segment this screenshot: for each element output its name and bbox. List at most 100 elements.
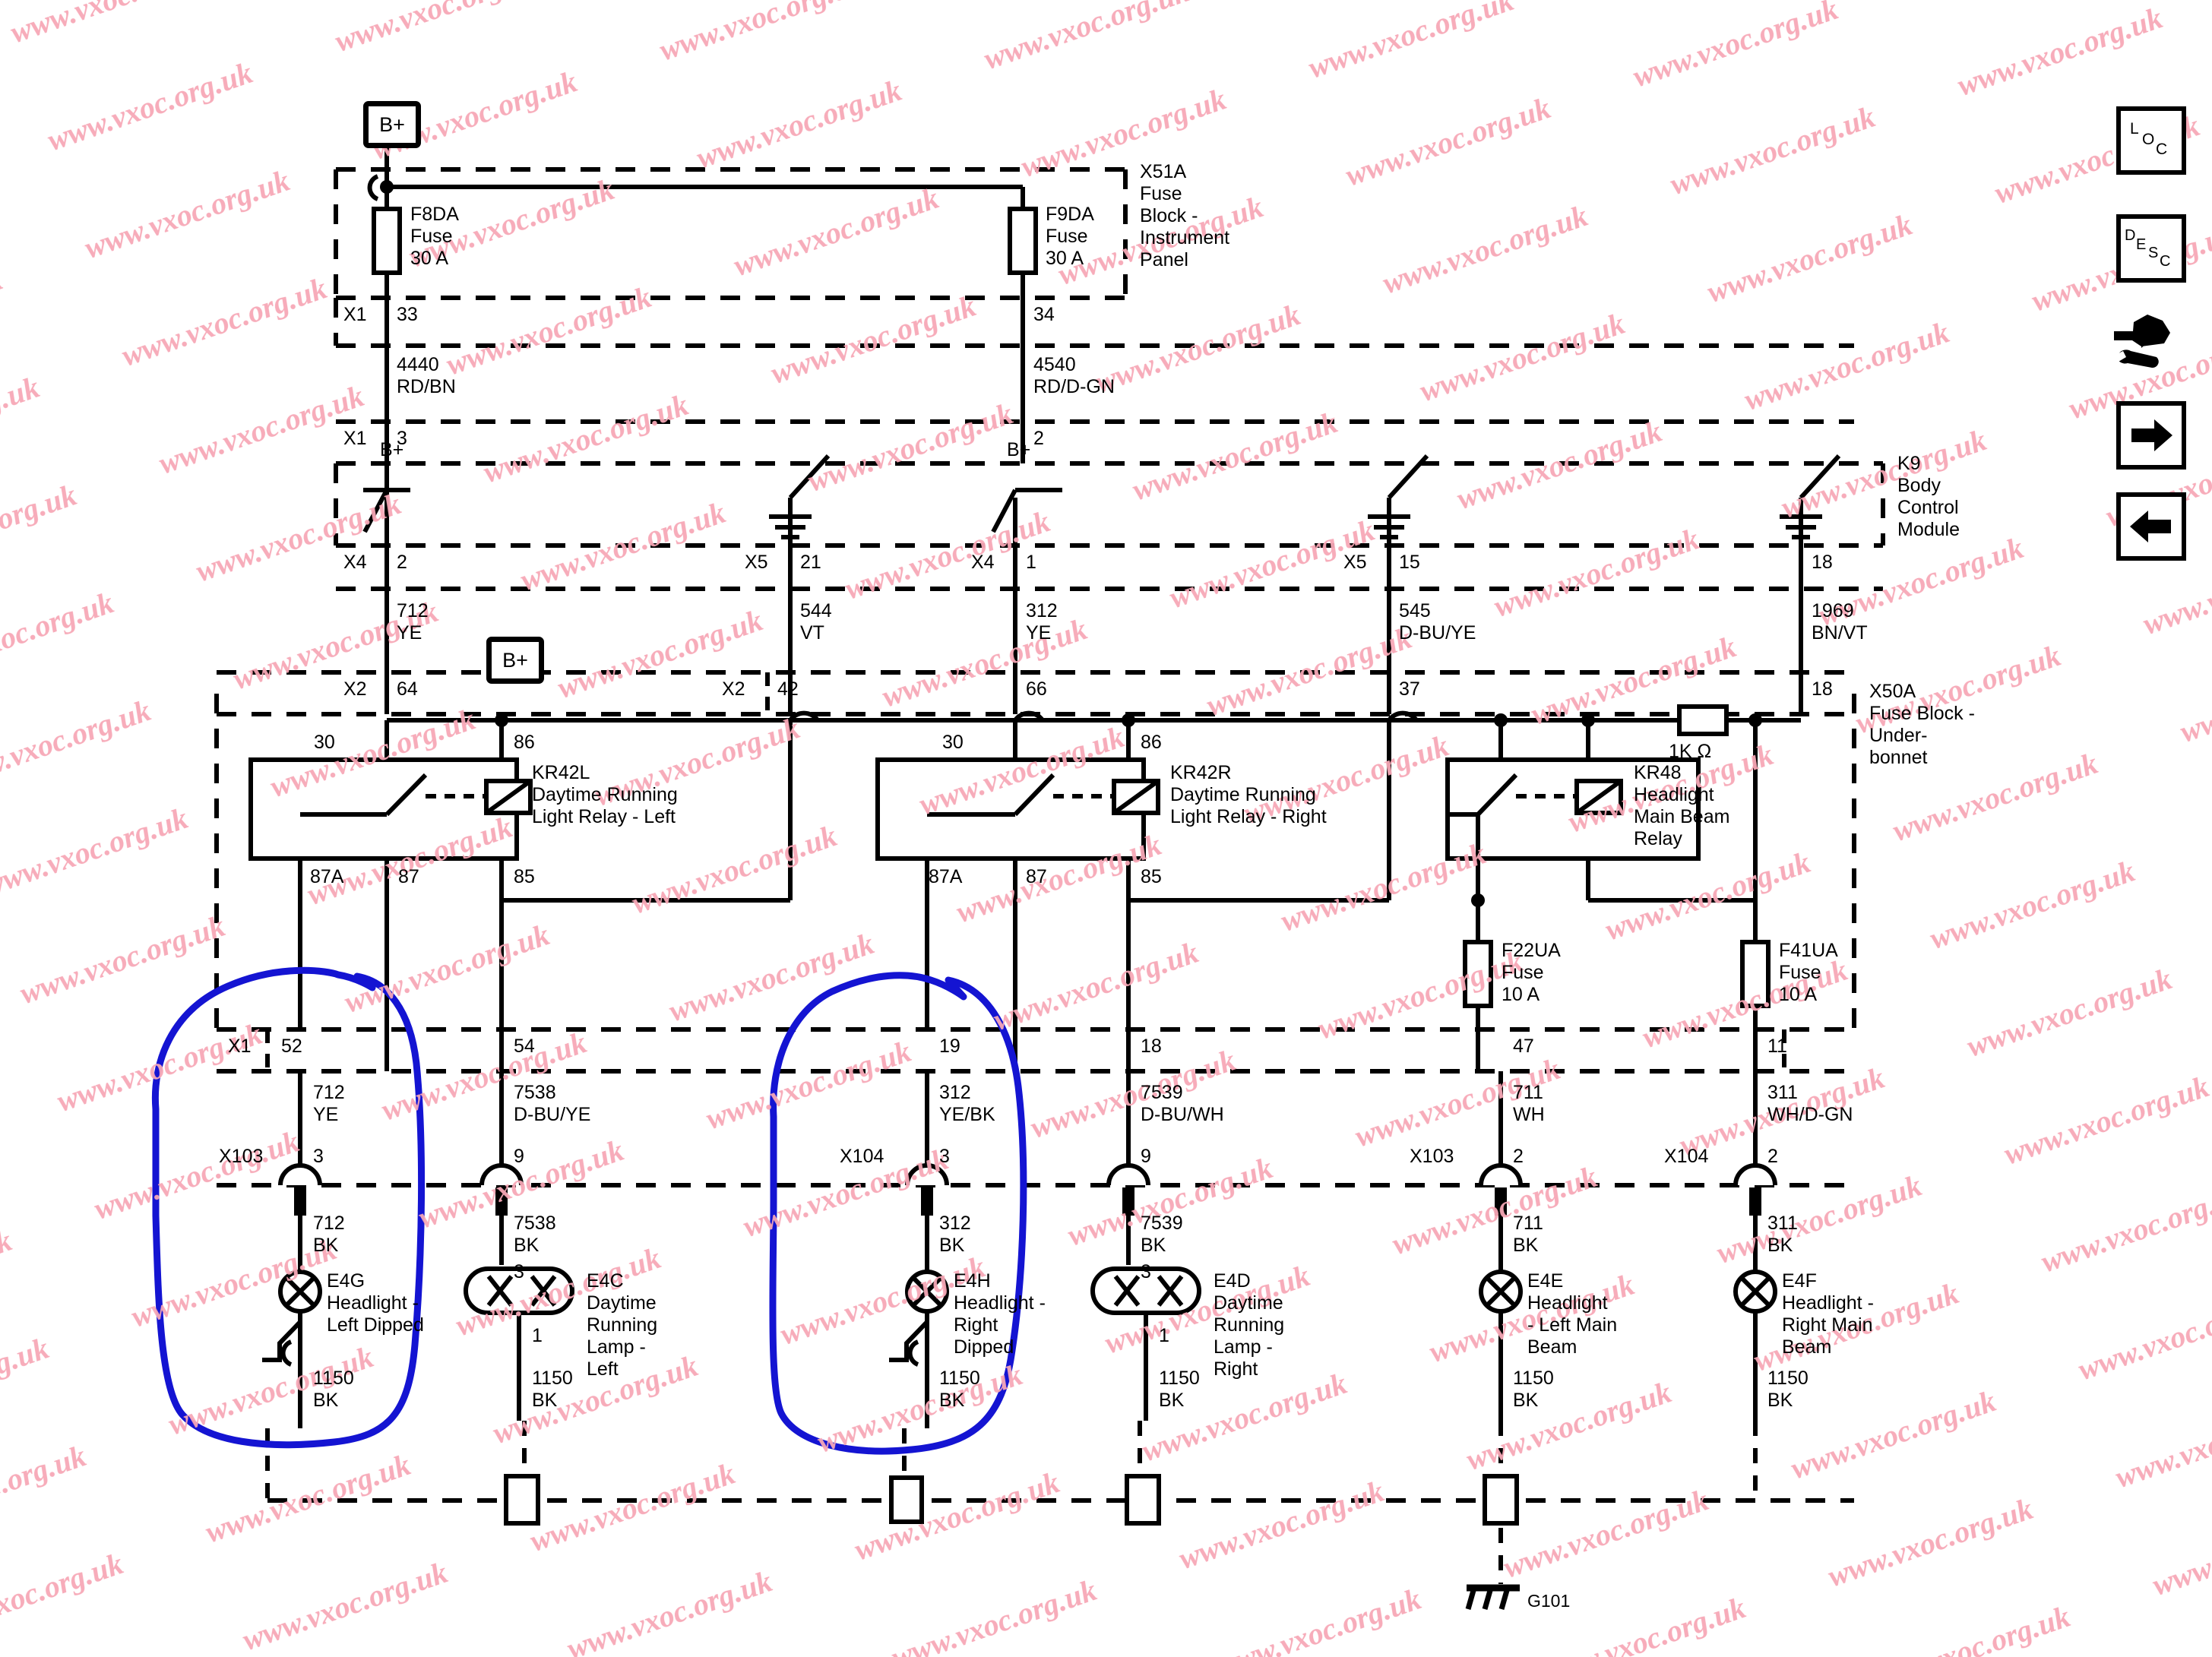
conn-k9-1-pin: 21 [800, 552, 821, 573]
wire-1969-number: 1969 [1812, 600, 1854, 621]
conn-k9-1-conn: X5 [745, 552, 768, 573]
wire-g3-number: 1150 [939, 1368, 980, 1389]
wire-7538b-colour: BK [514, 1235, 540, 1256]
wire-g5-number: 1150 [1513, 1368, 1554, 1389]
wire-544-colour: VT [800, 622, 824, 644]
wire-712b-colour: YE [313, 1104, 339, 1125]
svg-text:O: O [2142, 131, 2154, 148]
wire-544-number: 544 [800, 600, 832, 621]
module-k9-name-2: Control [1897, 497, 1959, 518]
wire-312b-number: 312 [939, 1082, 971, 1103]
wire-g4-colour: BK [1159, 1390, 1185, 1411]
hand-tools-icon[interactable] [2111, 302, 2184, 375]
module-x51a-code: X51A [1140, 161, 1187, 182]
wire-7539b-number: 7539 [1141, 1213, 1183, 1234]
lamp-e4h-name-2: Right [954, 1314, 998, 1336]
fuse-f22ua-code: F22UA [1502, 940, 1561, 961]
relay-kr42l-pin-86: 86 [514, 732, 535, 753]
next-button[interactable] [2116, 401, 2186, 470]
lamp-e4h-name-1: Headlight - [954, 1292, 1046, 1314]
conn-x51a-upper-0-conn: X1 [343, 304, 367, 325]
conn-x103-b-pin: 9 [514, 1146, 524, 1167]
wire-311-number: 311 [1767, 1082, 1798, 1103]
relay-kr42l-pin-87: 87 [398, 866, 419, 887]
wire-712b-number: 712 [313, 1082, 345, 1103]
conn-x50a-top-1-conn: X2 [722, 678, 745, 700]
lamp-e4e-name-2: - Left Main [1527, 1314, 1618, 1336]
wire-4540-colour: RD/D-GN [1033, 376, 1115, 397]
conn-x50a-top-0-conn: X2 [343, 678, 367, 700]
lamp-e4f-name-2: Right Main [1782, 1314, 1873, 1336]
module-x50a-code: X50A [1869, 681, 1916, 702]
fuse-f41ua-type: Fuse [1779, 962, 1821, 983]
wire-1969-colour: BN/VT [1812, 622, 1868, 644]
conn-x50a-top-2-pin: 66 [1026, 678, 1047, 700]
module-x51a-name-4: Panel [1140, 249, 1188, 270]
conn-k9-2-pin: 1 [1026, 552, 1036, 573]
lamp-e4e-code: E4E [1527, 1270, 1564, 1292]
module-k9-name-3: Module [1897, 519, 1960, 540]
resistor-value: 1K Ω [1669, 741, 1712, 762]
lamp-e4d-pin-in: 3 [1141, 1261, 1151, 1282]
conn-x50a-bot-1-pin: 54 [514, 1036, 535, 1057]
wire-g2-colour: BK [532, 1390, 558, 1411]
wire-7539-number: 7539 [1141, 1082, 1183, 1103]
relay-kr48-name-2: Main Beam [1634, 806, 1730, 827]
conn-x104-c-name: X104 [1664, 1146, 1709, 1167]
lamp-e4g-name-1: Headlight - [327, 1292, 419, 1314]
bplus-label-right: B+ [1007, 439, 1031, 460]
relay-kr42r-name-1: Daytime Running [1170, 784, 1316, 805]
wire-7538-colour: D-BU/YE [514, 1104, 591, 1125]
lamp-e4e-name-3: Beam [1527, 1336, 1578, 1358]
lamp-e4c-pin-out: 1 [532, 1325, 543, 1346]
fuse-f8da-type: Fuse [410, 226, 453, 247]
svg-text:C: C [2156, 141, 2167, 158]
lamp-e4f-code: E4F [1782, 1270, 1817, 1292]
lamp-e4d-name-2: Running [1214, 1314, 1285, 1336]
conn-k9-0-pin: 2 [397, 552, 407, 573]
prev-button[interactable] [2116, 492, 2186, 561]
module-k9-code: K9 [1897, 453, 1921, 474]
lamp-e4c-name-4: Left [587, 1358, 619, 1380]
conn-x50a-bot-3-pin: 18 [1141, 1036, 1162, 1057]
bplus-badge-mid: B+ [486, 637, 544, 684]
relay-kr42l-name-2: Light Relay - Left [532, 806, 676, 827]
ground-g101-label: G101 [1527, 1591, 1571, 1611]
bplus-label-left: B+ [380, 439, 404, 460]
wire-545-number: 545 [1399, 600, 1431, 621]
conn-x51a-lower-0-pin: 3 [397, 428, 407, 449]
relay-kr42l-pin-87a: 87A [310, 866, 344, 887]
conn-x50a-bot-0-conn: X1 [228, 1036, 252, 1057]
fuse-f9da-type: Fuse [1046, 226, 1088, 247]
conn-x50a-bot-0-pin: 52 [281, 1036, 302, 1057]
bplus-badge-top: B+ [363, 101, 421, 148]
wire-4440-colour: RD/BN [397, 376, 456, 397]
conn-k9-2-conn: X4 [971, 552, 995, 573]
wire-711-colour: WH [1513, 1104, 1545, 1125]
wire-g3-colour: BK [939, 1390, 965, 1411]
wire-g1-colour: BK [313, 1390, 339, 1411]
wire-g5-colour: BK [1513, 1390, 1539, 1411]
conn-k9-4-pin: 18 [1812, 552, 1833, 573]
relay-kr42l-code: KR42L [532, 762, 590, 783]
wire-7538b-number: 7538 [514, 1213, 556, 1234]
relay-kr42r-pin-86: 86 [1141, 732, 1162, 753]
lamp-e4d-code: E4D [1214, 1270, 1251, 1292]
lamp-e4c-code: E4C [587, 1270, 624, 1292]
conn-x104-a-pin: 3 [939, 1146, 950, 1167]
desc-button[interactable]: D E S C [2116, 214, 2186, 283]
lamp-e4d-pin-out: 1 [1159, 1325, 1169, 1346]
wire-4540-number: 4540 [1033, 354, 1076, 375]
module-x50a-name-3: bonnet [1869, 747, 1928, 768]
relay-kr48-name-1: Headlight [1634, 784, 1714, 805]
conn-x104-a-name: X104 [840, 1146, 884, 1167]
wire-g2-number: 1150 [532, 1368, 573, 1389]
module-x51a-name-3: Instrument [1140, 227, 1230, 248]
loc-button[interactable]: L O C [2116, 106, 2186, 175]
conn-x51a-upper-0-pin: 33 [397, 304, 418, 325]
lamp-e4g-name-2: Left Dipped [327, 1314, 424, 1336]
wire-311-colour: WH/D-GN [1767, 1104, 1853, 1125]
svg-text:E: E [2136, 236, 2146, 253]
conn-x103-a-pin: 3 [313, 1146, 324, 1167]
fuse-f9da-code: F9DA [1046, 204, 1094, 225]
